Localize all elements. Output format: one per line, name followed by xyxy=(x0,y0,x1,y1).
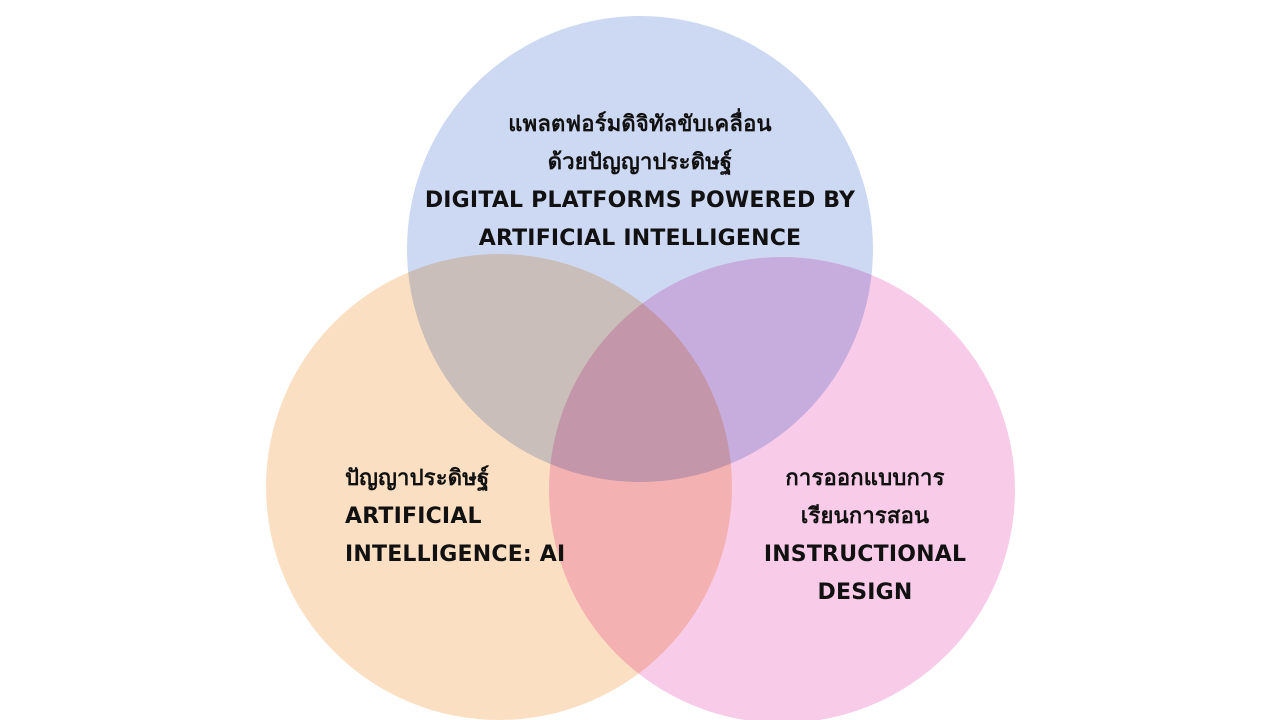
label-line-thai-2: เรียนการสอน xyxy=(800,504,930,529)
venn-circle-instructional-design xyxy=(549,257,1015,720)
label-digital-platforms: แพลตฟอร์มดิจิทัลขับเคลื่อน ด้วยปัญญาประด… xyxy=(390,106,890,258)
label-line-thai-1: แพลตฟอร์มดิจิทัลขับเคลื่อน xyxy=(508,112,772,137)
label-line-english-2: INTELLIGENCE: AI xyxy=(345,542,566,567)
label-line-thai-2: ด้วยปัญญาประดิษฐ์ xyxy=(547,150,733,175)
label-line-english-1: INSTRUCTIONAL xyxy=(763,542,967,567)
label-line-english-2: DESIGN xyxy=(817,580,913,605)
label-line-thai-1: ปัญญาประดิษฐ์ xyxy=(345,466,490,491)
label-line-english-1: ARTIFICIAL xyxy=(345,504,482,529)
label-line-thai-1: การออกแบบการ xyxy=(785,466,945,491)
label-line-english-2: ARTIFICIAL INTELLIGENCE xyxy=(478,226,802,251)
label-instructional-design: การออกแบบการ เรียนการสอน INSTRUCTIONAL D… xyxy=(735,460,995,612)
label-line-english-1: DIGITAL PLATFORMS POWERED BY xyxy=(424,188,856,213)
label-artificial-intelligence: ปัญญาประดิษฐ์ ARTIFICIAL INTELLIGENCE: A… xyxy=(345,460,575,574)
